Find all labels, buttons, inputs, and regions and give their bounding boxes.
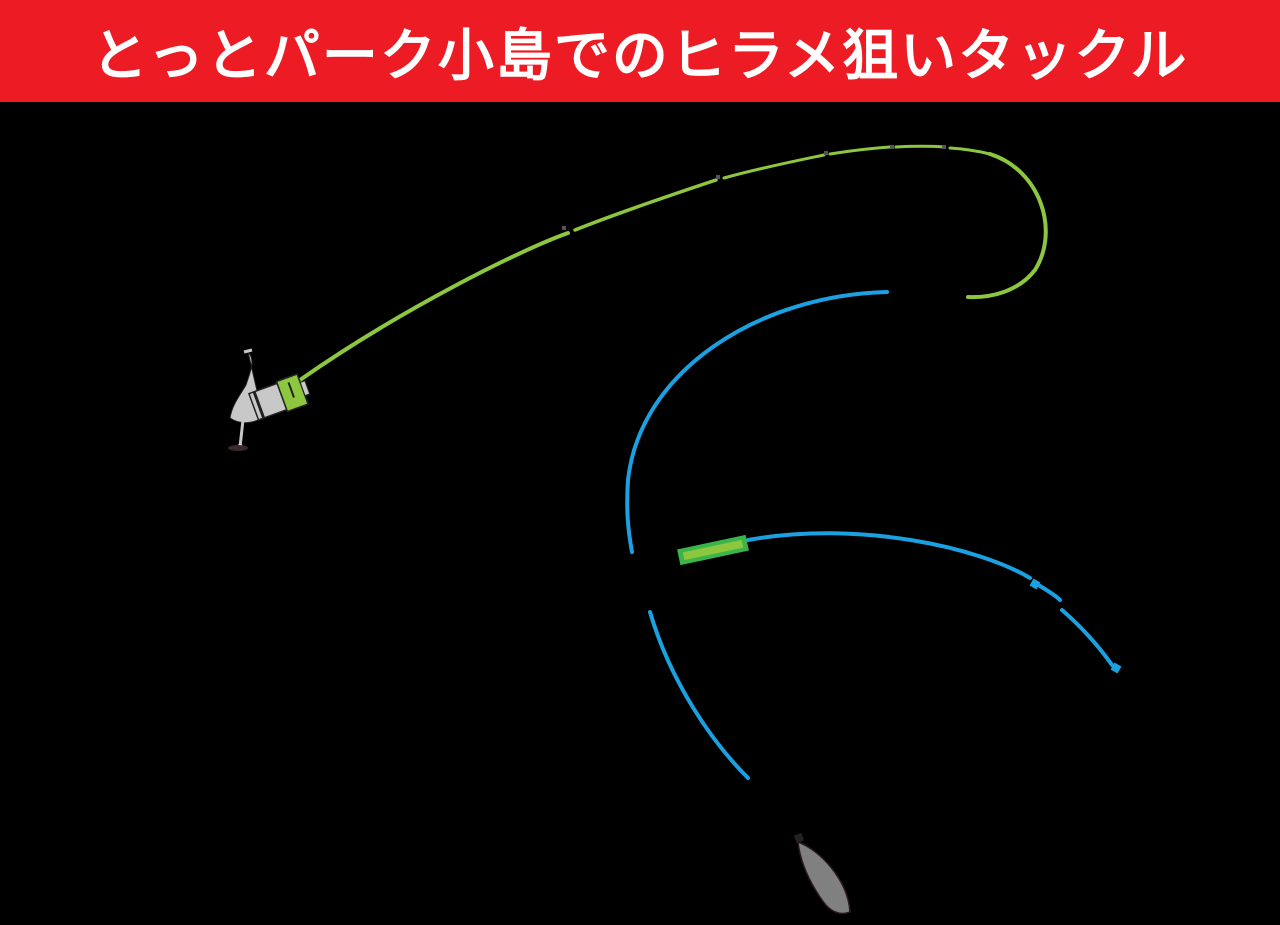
main-line-green — [298, 144, 1048, 382]
rod-guide-icon — [562, 145, 946, 230]
spinning-reel-icon — [228, 348, 311, 451]
sinker-icon — [793, 832, 851, 915]
title-banner: とっとパーク小島でのヒラメ狙いタックル — [0, 0, 1280, 102]
leader-line-blue — [625, 290, 1114, 780]
page-title: とっとパーク小島でのヒラメ狙いタックル — [91, 23, 1189, 89]
hook-icon — [1029, 578, 1122, 674]
swivel-tube-icon — [677, 534, 749, 566]
